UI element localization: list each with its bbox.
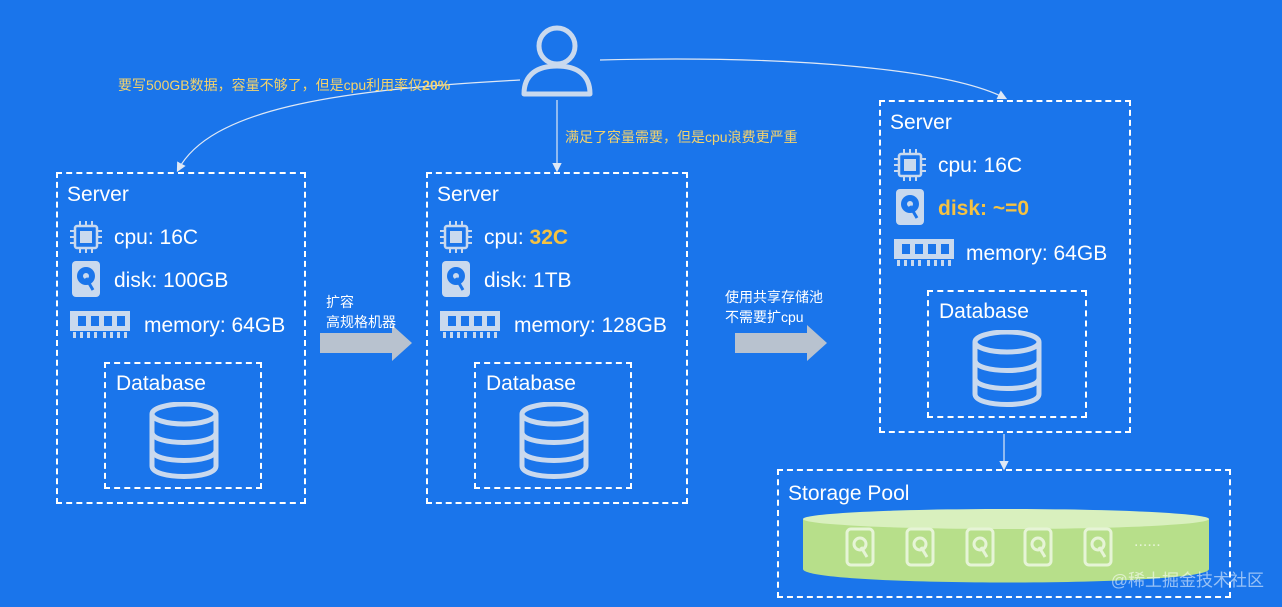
server-3: Server cpu: 16C disk: ~=0 memory: 64GB D… <box>879 100 1131 433</box>
pool-disk-icons <box>845 527 1113 567</box>
cpu-icon <box>440 221 472 253</box>
server-3-database: Database <box>927 290 1087 418</box>
disk-icon <box>72 261 100 297</box>
server-1-db-label: Database <box>116 372 206 395</box>
database-icon <box>519 402 589 479</box>
server-1-database: Database <box>104 362 262 489</box>
annotation-cpu-waste: 满足了容量需要，但是cpu浪费更严重 <box>565 129 798 145</box>
database-icon <box>972 330 1042 407</box>
server-2-title: Server <box>437 183 499 206</box>
server-3-cpu: cpu: 16C <box>938 154 1023 177</box>
storage-pool-cylinder <box>803 509 1209 583</box>
memory-icon <box>70 311 130 338</box>
memory-icon <box>440 311 500 338</box>
server-1: Server cpu: 16C disk: 100GB memory: 64GB… <box>56 172 306 504</box>
server-3-disk: disk: ~=0 <box>938 197 1030 220</box>
storage-pool-ellipsis: ...... <box>1134 533 1161 550</box>
server-3-title: Server <box>890 111 952 134</box>
server-2: Server cpu: 32C disk: 1TB memory: 128GB … <box>426 172 688 504</box>
memory-icon <box>894 239 954 266</box>
scale-up-arrow <box>320 325 412 361</box>
disk-icon <box>896 189 924 225</box>
storage-pool: Storage Pool ...... <box>777 469 1231 598</box>
storage-pool-title: Storage Pool <box>788 482 910 505</box>
server-2-memory: memory: 128GB <box>514 314 667 337</box>
cpu-icon <box>70 221 102 253</box>
server-3-db-label: Database <box>939 300 1029 323</box>
annotation-cpu-low: 要写500GB数据，容量不够了，但是cpu利用率仅20% <box>118 77 451 93</box>
shared-pool-arrow <box>735 325 827 361</box>
server-2-disk: disk: 1TB <box>484 269 572 292</box>
server-1-cpu: cpu: 16C <box>114 226 199 249</box>
user-to-server1-line <box>176 79 521 173</box>
cpu-icon <box>894 149 926 181</box>
server-3-memory: memory: 64GB <box>966 242 1108 265</box>
watermark: @稀土掘金技术社区 <box>1110 571 1264 590</box>
shared-pool-label: 使用共享存储池不需要扩cpu <box>725 289 823 325</box>
scale-up-label: 扩容高规格机器 <box>326 294 396 330</box>
database-icon <box>149 402 219 479</box>
server-2-database: Database <box>474 362 632 489</box>
server-2-db-label: Database <box>486 372 576 395</box>
server-1-memory: memory: 64GB <box>144 314 286 337</box>
disk-icon <box>442 261 470 297</box>
server-1-disk: disk: 100GB <box>114 269 229 292</box>
server-2-cpu: cpu: 32C <box>484 226 569 249</box>
user-to-server3-line <box>599 58 1008 100</box>
server-2-cpu-value: 32C <box>529 226 569 249</box>
server-1-title: Server <box>67 183 129 206</box>
